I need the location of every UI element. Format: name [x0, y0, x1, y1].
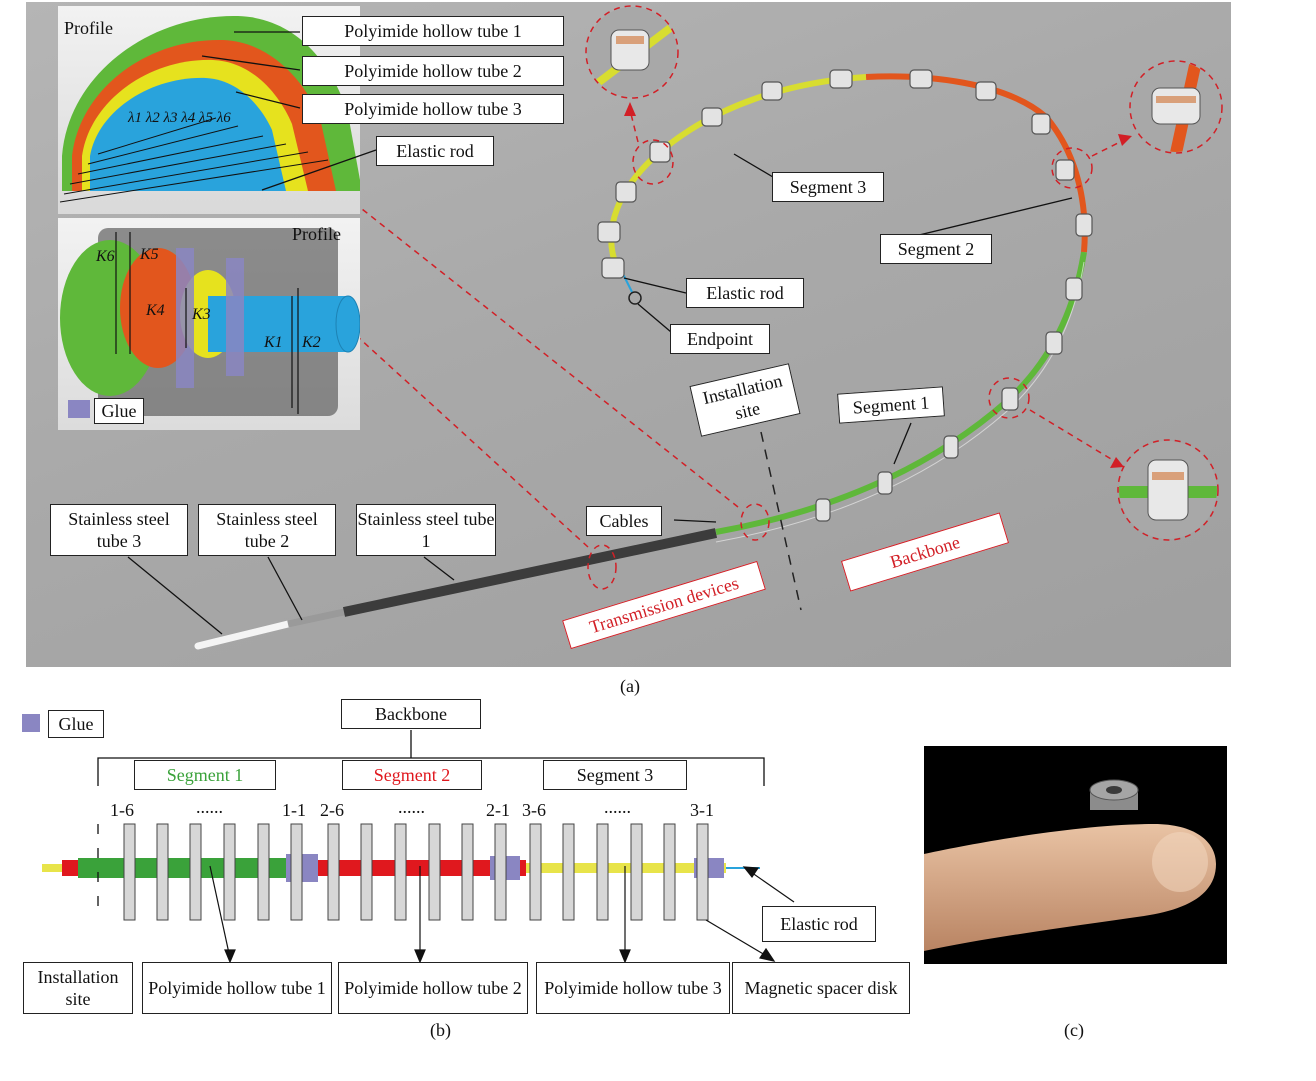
label-tube2: Polyimide hollow tube 2 [302, 56, 564, 86]
segment2-label-b: Segment 2 [342, 760, 482, 790]
leaders-b [209, 865, 795, 964]
elastic-rod-label-b: Elastic rod [762, 906, 876, 942]
label-segment2: Segment 2 [880, 234, 992, 264]
disk-label-1-6: 1-6 [110, 800, 134, 820]
glue-legend-b: Glue [48, 710, 104, 738]
ss-tube2-shape [287, 608, 345, 628]
label-tube3: Polyimide hollow tube 3 [302, 94, 564, 124]
segment1-backbone [715, 251, 1087, 535]
zoom-detail-3 [1119, 441, 1217, 539]
endpoint-marker [628, 291, 642, 305]
inset2-title: Profile [292, 224, 341, 244]
schematic-b [22, 714, 795, 964]
inset-leaders [201, 31, 377, 191]
k3-label: K3 [192, 306, 211, 323]
disk [829, 69, 853, 89]
leader-lines [127, 153, 1073, 635]
panel-a-render: Profile λ1 λ2 λ3 λ4 λ5 λ6 [26, 2, 1231, 667]
disk [597, 221, 621, 243]
lambda-3: λ3 [163, 110, 178, 126]
disk [701, 107, 723, 127]
k6-label: K6 [96, 248, 115, 265]
k2-label: K2 [302, 334, 321, 351]
label-ss-tube3: Stainless steel tube 3 [50, 504, 188, 556]
lambda-labels: λ1 λ2 λ3 λ4 λ5 λ6 [128, 110, 231, 127]
disk [815, 498, 831, 522]
caption-c: (c) [1064, 1020, 1084, 1040]
label-elastic-rod: Elastic rod [686, 278, 804, 308]
disks-b [123, 823, 709, 921]
zoom-detail-2 [1131, 62, 1221, 152]
label-ss-tube1: Stainless steel tube 1 [356, 504, 496, 556]
lambda-6: λ6 [216, 110, 231, 126]
profile-inset-cylinder: Profile K6 K5 K4 K3 K1 K2 Glue [58, 218, 360, 430]
disk [1075, 213, 1093, 237]
k4-label: K4 [146, 302, 165, 319]
spacer-label-b: Magnetic spacer disk [732, 962, 910, 1014]
tube3-label-b: Polyimide hollow tube 3 [536, 962, 730, 1014]
disk [1031, 113, 1051, 135]
lambda-5: λ5 [199, 110, 213, 126]
lambda-4: λ4 [181, 110, 196, 126]
k5-label: K5 [140, 246, 159, 263]
disk [943, 435, 959, 459]
ss-tube1-shape [342, 528, 718, 617]
disk-label-3-6: 3-6 [522, 800, 546, 820]
lambda-2: λ2 [145, 110, 160, 126]
robot-render [127, 5, 1223, 650]
disk-label-dots-1: ...... [196, 797, 223, 817]
disk-label-2-1: 2-1 [486, 800, 510, 820]
label-ss-tube2: Stainless steel tube 2 [198, 504, 336, 556]
installation-site-line [760, 431, 802, 611]
caption-a: (a) [620, 676, 640, 696]
rod-left [42, 864, 62, 872]
tube1-label-b: Polyimide hollow tube 1 [142, 962, 332, 1014]
zoom-detail-1 [587, 7, 677, 97]
steel-end [62, 860, 78, 876]
lambda-1: λ1 [128, 110, 142, 126]
glue-legend-swatch [22, 714, 40, 732]
label-cables: Cables [586, 506, 662, 536]
disk-label-dots-2: ...... [398, 797, 425, 817]
label-segment3: Segment 3 [772, 172, 884, 202]
segment3-bar [526, 863, 726, 873]
disk [1001, 387, 1019, 411]
disk [761, 81, 783, 101]
disk [1045, 331, 1063, 355]
backbone-bracket [97, 757, 765, 786]
label-endpoint: Endpoint [670, 324, 770, 354]
segment1-label-b: Segment 1 [134, 760, 276, 790]
installation-site-label-b: Installation site [23, 962, 133, 1014]
disk [975, 81, 997, 101]
disk-label-dots-3: ...... [604, 797, 631, 817]
disk [601, 257, 625, 279]
disk [1055, 159, 1075, 181]
fingertip-photo [924, 746, 1227, 964]
label-tube1: Polyimide hollow tube 1 [302, 16, 564, 46]
disk [649, 141, 671, 163]
disk [909, 69, 933, 89]
ss-tube3-shape [194, 620, 292, 650]
disk [877, 471, 893, 495]
caption-b: (b) [430, 1020, 451, 1040]
zoom-annotations [335, 5, 1223, 590]
disk-label-1-1: 1-1 [282, 800, 306, 820]
disk [615, 181, 637, 203]
k1-label: K1 [264, 334, 283, 351]
glue-legend-a: Glue [94, 398, 144, 424]
tube2-label-b: Polyimide hollow tube 2 [338, 962, 528, 1014]
disk-label-3-1: 3-1 [690, 800, 714, 820]
backbone-label-b: Backbone [341, 699, 481, 729]
label-elastic-rod-inset: Elastic rod [376, 136, 494, 166]
segment3-label-b: Segment 3 [543, 760, 687, 790]
disk [1065, 277, 1083, 301]
inset1-title: Profile [64, 18, 113, 38]
disk-label-2-6: 2-6 [320, 800, 344, 820]
spacer-disks [597, 69, 1093, 522]
